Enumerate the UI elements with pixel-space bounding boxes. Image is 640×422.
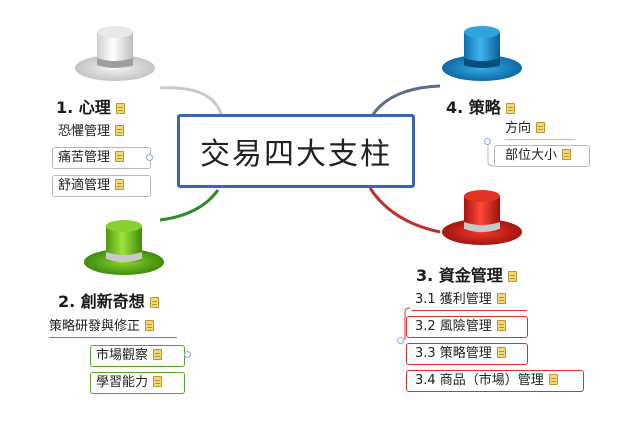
hat-icon-green — [84, 220, 164, 275]
branch-psychology-item-3[interactable]: 舒適管理 — [52, 175, 151, 197]
branch-money-item-1[interactable]: 3.1 獲利管理 — [412, 290, 527, 311]
note-icon[interactable] — [153, 376, 163, 387]
collapse-toggle-icon[interactable] — [184, 351, 191, 358]
note-icon[interactable] — [507, 271, 517, 282]
note-icon[interactable] — [145, 320, 155, 331]
branch-money-title[interactable]: 3. 資金管理 — [416, 262, 517, 286]
note-icon[interactable] — [115, 151, 125, 162]
note-icon[interactable] — [115, 103, 125, 114]
hat-icon-white — [75, 26, 155, 81]
branch-creativity-title[interactable]: 2. 創新奇想 — [58, 288, 159, 312]
branch-creativity-item-1[interactable]: 策略研發與修正 — [49, 317, 177, 338]
note-icon[interactable] — [496, 320, 506, 331]
branch-psychology-title[interactable]: 1. 心理 — [56, 94, 125, 118]
connector-strategy — [370, 84, 441, 117]
note-icon[interactable] — [496, 293, 506, 304]
central-topic-label: 交易四大支柱 — [200, 137, 392, 172]
branch-psychology-item-1[interactable]: 恐懼管理 — [58, 122, 125, 142]
note-icon[interactable] — [149, 297, 159, 308]
note-icon[interactable] — [496, 347, 506, 358]
branch-creativity-item-2[interactable]: 市場觀察 — [90, 345, 185, 367]
collapse-toggle-icon[interactable] — [484, 138, 491, 145]
branch-money-item-2[interactable]: 3.2 風險管理 — [406, 316, 528, 338]
note-icon[interactable] — [115, 179, 125, 190]
branch-strategy-item-2[interactable]: 部位大小 — [494, 145, 590, 167]
collapse-toggle-icon[interactable] — [146, 154, 153, 161]
branch-creativity-item-3[interactable]: 學習能力 — [90, 372, 185, 394]
branch-money-item-3[interactable]: 3.3 策略管理 — [406, 343, 528, 365]
hat-icon-red — [442, 190, 522, 245]
note-icon[interactable] — [115, 125, 125, 136]
note-icon[interactable] — [505, 103, 515, 114]
branch-strategy-title[interactable]: 4. 策略 — [446, 94, 515, 118]
connector-creativity — [159, 189, 220, 222]
note-icon[interactable] — [562, 149, 572, 160]
collapse-toggle-icon[interactable] — [397, 337, 404, 344]
note-icon[interactable] — [548, 374, 558, 385]
branch-strategy-item-1[interactable]: 方向 — [505, 119, 575, 140]
branch-psychology-item-2[interactable]: 痛苦管理 — [52, 147, 151, 169]
branch-money-item-4[interactable]: 3.4 商品（市場）管理 — [406, 370, 584, 392]
connector-money-sub — [404, 307, 411, 340]
note-icon[interactable] — [536, 122, 546, 133]
connector-strategy-sub — [487, 140, 495, 167]
hat-icon-blue — [442, 26, 522, 81]
note-icon[interactable] — [153, 349, 163, 360]
central-topic[interactable]: 交易四大支柱 — [177, 114, 415, 188]
connector-money — [368, 187, 441, 234]
connector-psychology — [159, 86, 224, 119]
